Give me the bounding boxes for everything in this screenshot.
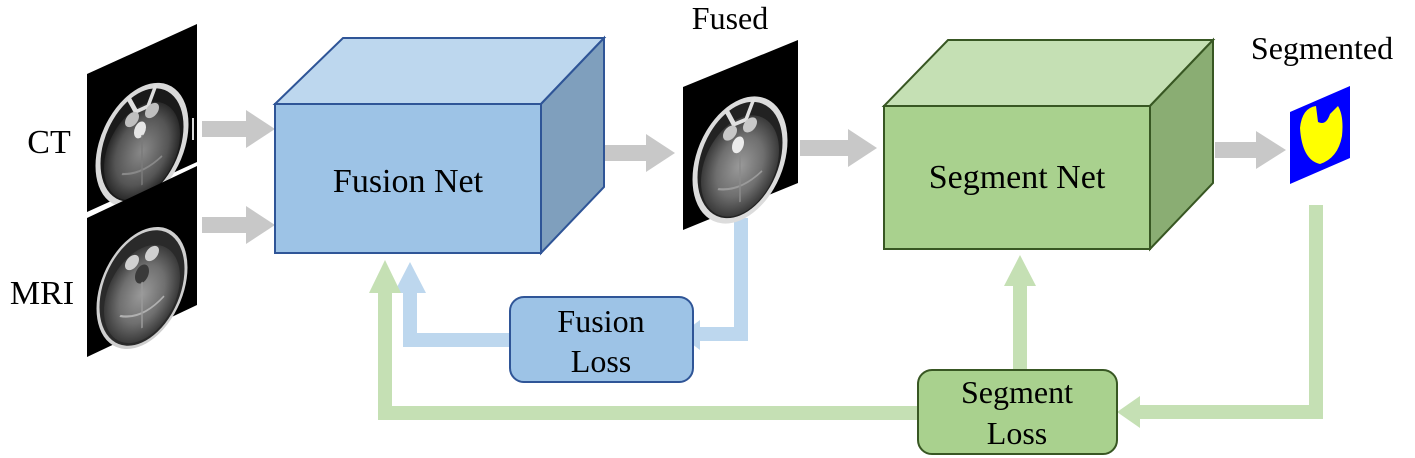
segment-loss-label-line1: Segment [961, 374, 1073, 410]
ct-to-fusion-arrow [202, 110, 275, 148]
segment-net-label: Segment Net [929, 159, 1106, 196]
ct-image [87, 24, 197, 212]
fusion-net-label: Fusion Net [333, 163, 484, 200]
fused-to-segment-arrow [800, 129, 877, 167]
segmented-region [1300, 106, 1343, 164]
mri-to-fusion-arrow [202, 206, 275, 244]
fused-image [683, 40, 798, 230]
segmented-mask-image [1290, 86, 1350, 184]
fusion-loss-feedback-path [700, 218, 748, 341]
segment-loss-feedback-path [1140, 205, 1323, 419]
segment-to-output-arrow [1215, 131, 1286, 169]
segment-loss-to-fusion-arrowhead [369, 260, 401, 293]
segment-loss-box [917, 369, 1118, 455]
fusion-net-block [272, 35, 607, 256]
segment-loss-label-line2: Loss [987, 415, 1047, 451]
segment-loss-to-net-arrowhead [1004, 255, 1036, 286]
segmented-label: Segmented [1251, 30, 1393, 66]
fusion-to-fused-arrow [605, 134, 675, 172]
ct-label: CT [27, 124, 71, 161]
fusion-loss-box [509, 296, 694, 383]
fusion-loss-label-line1: Fusion [557, 303, 644, 339]
fusion-loss-to-net-arrowhead [394, 262, 426, 293]
mri-image [87, 166, 197, 357]
segment-net-block [881, 37, 1216, 252]
fusion-loss-label-line2: Loss [571, 343, 631, 379]
fused-label: Fused [692, 0, 768, 36]
mri-label: MRI [10, 275, 74, 312]
fusion-loss-to-net-path [403, 292, 510, 347]
segment-loss-arrowhead [1117, 396, 1140, 428]
segment-net-front-face [883, 105, 1151, 250]
fusion-net-front-face [274, 103, 542, 254]
segment-loss-to-fusion-path [378, 292, 918, 420]
